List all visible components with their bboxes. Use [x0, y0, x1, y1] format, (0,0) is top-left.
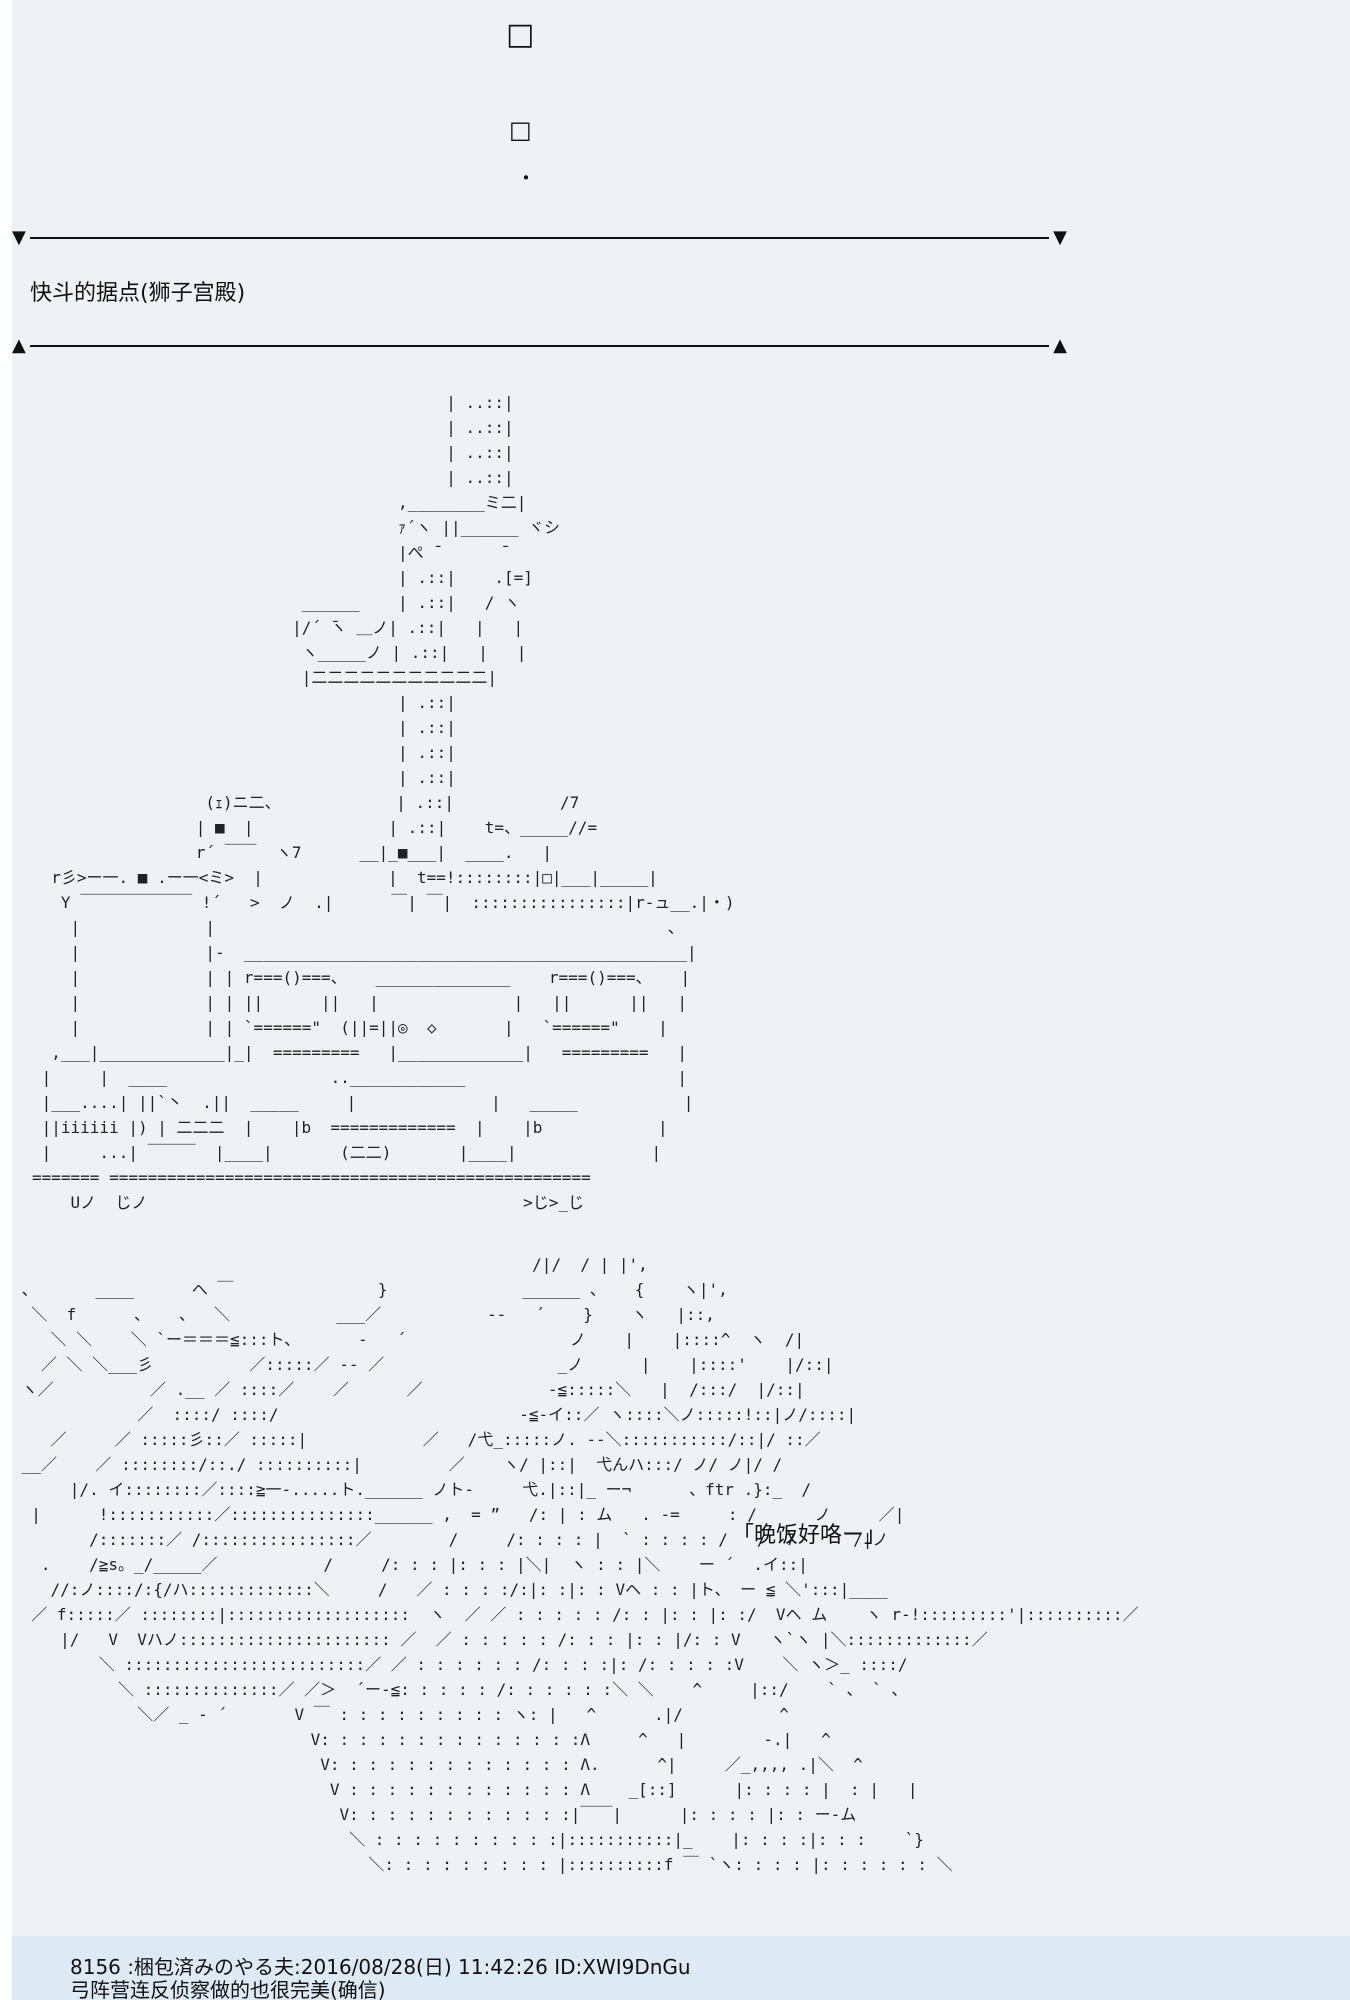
- down-triangle-icon-right: ▼: [1053, 227, 1067, 248]
- divider-top: ▼ ▼: [12, 228, 1067, 248]
- location-caption: 快斗的据点(狮子宫殿): [30, 281, 246, 306]
- post-number[interactable]: 8156: [70, 1955, 121, 1979]
- scene-break-dot: ・: [516, 166, 536, 190]
- post-footer: [12, 1936, 1350, 2000]
- scene-break-square-small: □: [509, 116, 532, 144]
- post-author-name: 梱包済みのやる夫: [134, 1955, 295, 1979]
- post-id[interactable]: ID:XWI9DnGu: [554, 1955, 691, 1979]
- post-body-text: 弓阵营连反侦察做的也很完美(确信): [70, 1978, 386, 2000]
- post-header: 8156 :梱包済みのやる夫:2016/08/28(日) 11:42:26 ID…: [70, 1955, 691, 1979]
- up-triangle-icon-left: ▲: [12, 335, 26, 356]
- divider-bottom: ▲ ▲: [12, 336, 1067, 356]
- post-time: 11:42:26: [458, 1955, 548, 1979]
- down-triangle-icon-left: ▼: [12, 227, 26, 248]
- post-content-area: □ □ ・ ▼ ▼ 快斗的据点(狮子宫殿) ▲ ▲ | ..::| | ..::…: [12, 0, 1350, 2000]
- divider-line: [30, 345, 1049, 347]
- character-ascii-art: /|/ / | |', 、 ____ ヘ ￣ } ______ 、 { ヽ|',…: [21, 1255, 1139, 1874]
- kitchen-ascii-art: | ..::| | ..::| | ..::| | ..::| ,: [32, 393, 735, 1212]
- post-date: 2016/08/28(日): [300, 1955, 452, 1979]
- divider-line: [30, 237, 1049, 239]
- speech-line: 「晚饭好咯ー」: [732, 1523, 887, 1548]
- up-triangle-icon-right: ▲: [1053, 335, 1067, 356]
- scene-break-square-large: □: [506, 17, 535, 52]
